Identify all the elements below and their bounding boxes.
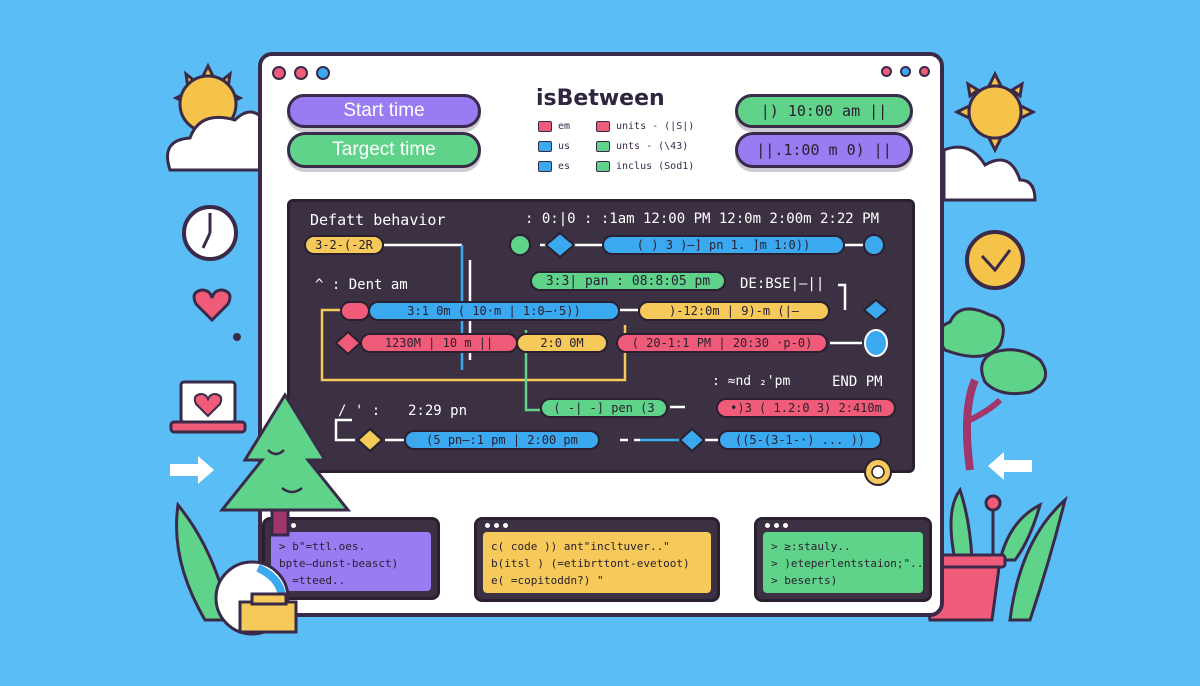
- legend-value: inclus (Sod1): [616, 161, 695, 172]
- code-content: > b"=ttl.oes. bpte–dunst-beasct) > =ttee…: [271, 532, 431, 591]
- row6-prefix: / ' :: [338, 403, 381, 419]
- close-dot-icon[interactable]: [881, 66, 892, 77]
- row1-bar-segment[interactable]: ( ) 3 )–] pn 1. ]m 1:0)): [602, 235, 845, 255]
- code-line: e( =copitoddn?) ": [491, 574, 604, 587]
- row2-bar-segment[interactable]: 3:3| pan : 08:8:05 pm: [530, 271, 726, 291]
- legend-row-1: em units - (|S|): [538, 121, 694, 132]
- isbetween-title: isBetween: [536, 86, 665, 111]
- code-line: bpte–dunst-beasct): [279, 557, 399, 570]
- window-controls-right: [881, 66, 930, 77]
- code-window-dots: [765, 523, 788, 528]
- row4-yellow-segment[interactable]: 2:0 0M: [516, 333, 608, 353]
- row5-green-segment[interactable]: ( -| -] pen (3: [540, 398, 668, 418]
- maximize-dot-icon[interactable]: [919, 66, 930, 77]
- arrow-left-icon: [170, 456, 214, 484]
- legend-swatch-blue: [538, 141, 552, 152]
- row6-time: 2:29 pn: [408, 403, 468, 419]
- code-line: > b"=ttl.oes.: [279, 540, 366, 553]
- box-icon: [238, 592, 298, 634]
- start-time-button[interactable]: Start time: [287, 94, 481, 128]
- end-pm-label: END PM: [832, 374, 883, 390]
- plant-right-icon: [1008, 495, 1068, 622]
- legend-key: es: [558, 161, 571, 172]
- code-box-1: > b"=ttl.oes. bpte–dunst-beasct) > =ttee…: [262, 517, 440, 600]
- badge-icon: [864, 458, 892, 486]
- code-line: c( code )) ant"incltuver..": [491, 540, 670, 553]
- end-label: : ≈nd ₂'pm: [712, 374, 791, 389]
- row5-pink-segment[interactable]: •)3 ( 1.2:0 3) 2:410m: [716, 398, 896, 418]
- time-display-top[interactable]: |) 10:00 am ||: [735, 94, 913, 128]
- code-box-3: > ≥:staulу.. > )eteperlentstaion;".. > b…: [754, 517, 932, 602]
- code-content: > ≥:staulу.. > )eteperlentstaion;".. > b…: [763, 532, 923, 593]
- legend-swatch-green: [596, 141, 610, 152]
- row6-blue-segment[interactable]: (5 pn–:1 pm | 2:00 pm: [404, 430, 600, 450]
- debse-label: DE:BSE|–||: [740, 276, 825, 292]
- minimize-dot-icon[interactable]: [294, 66, 308, 80]
- code-line: b(itsl ) (=etibrttont-evetoot): [491, 557, 690, 570]
- minimize-dot-icon[interactable]: [900, 66, 911, 77]
- legend-swatch-pink: [538, 121, 552, 132]
- row3-blue-segment[interactable]: 3:1 0m ( 10·m | 1:0–·5)): [368, 301, 620, 321]
- clock-right-icon: [965, 230, 1025, 290]
- code-window-dots: [485, 523, 508, 528]
- code-content: c( code )) ant"incltuver.." b(itsl ) (=e…: [483, 532, 711, 593]
- close-dot-icon[interactable]: [272, 66, 286, 80]
- legend-row-3: es inclus (Sod1): [538, 161, 694, 172]
- row1-start-segment[interactable]: 3-2-(-2R: [304, 235, 384, 255]
- window-controls-left: [272, 66, 330, 80]
- legend-swatch-blue: [538, 161, 552, 172]
- sun-right-icon: [953, 70, 1037, 154]
- clock-left-icon: [182, 205, 238, 261]
- target-time-button[interactable]: Targect time: [287, 132, 481, 168]
- timeline-heading: Defatt behavior: [310, 211, 446, 229]
- tree-right-icon: [937, 307, 1048, 471]
- legend-key: us: [558, 141, 571, 152]
- row4-pink-segment[interactable]: 1230M | 10 m ||: [360, 333, 518, 353]
- maximize-dot-icon[interactable]: [316, 66, 330, 80]
- code-line: > beserts): [771, 574, 838, 587]
- row6-blue2-segment[interactable]: ((5-(3-1-·) ... )): [718, 430, 882, 450]
- code-line: > =tteed..: [279, 574, 346, 587]
- arrow-right-icon: [988, 452, 1032, 480]
- code-line: > ≥:staulу..: [771, 540, 851, 553]
- cloud-right-icon: [942, 145, 1037, 202]
- laptop-heart-icon: [169, 380, 247, 434]
- heart-icon: [192, 288, 232, 323]
- legend-swatch-pink: [596, 121, 610, 132]
- dent-label: ^ : Dent am: [315, 277, 408, 293]
- legend-value: unts - (\43): [616, 141, 689, 152]
- code-line: > )eteperlentstaion;"..: [771, 557, 923, 570]
- legend-key: em: [558, 121, 571, 132]
- tree-character-icon: [218, 392, 352, 537]
- timeline-ticks: : 0:|0 : :1am 12:00 PM 12:0m 2:00m 2:22 …: [525, 211, 880, 227]
- row4-pink2-segment[interactable]: ( 20-1:1 PM | 20:30 ·p-0): [616, 333, 828, 353]
- legend-value: units - (|S|): [616, 121, 695, 132]
- legend-swatch-green: [596, 161, 610, 172]
- time-display-bottom[interactable]: ||.1:00 m 0) ||: [735, 132, 913, 168]
- row3-yellow-segment[interactable]: )-12:0m | 9)-m (|–: [638, 301, 830, 321]
- code-box-2: c( code )) ant"incltuver.." b(itsl ) (=e…: [474, 517, 720, 602]
- legend-row-2: us unts - (\43): [538, 141, 688, 152]
